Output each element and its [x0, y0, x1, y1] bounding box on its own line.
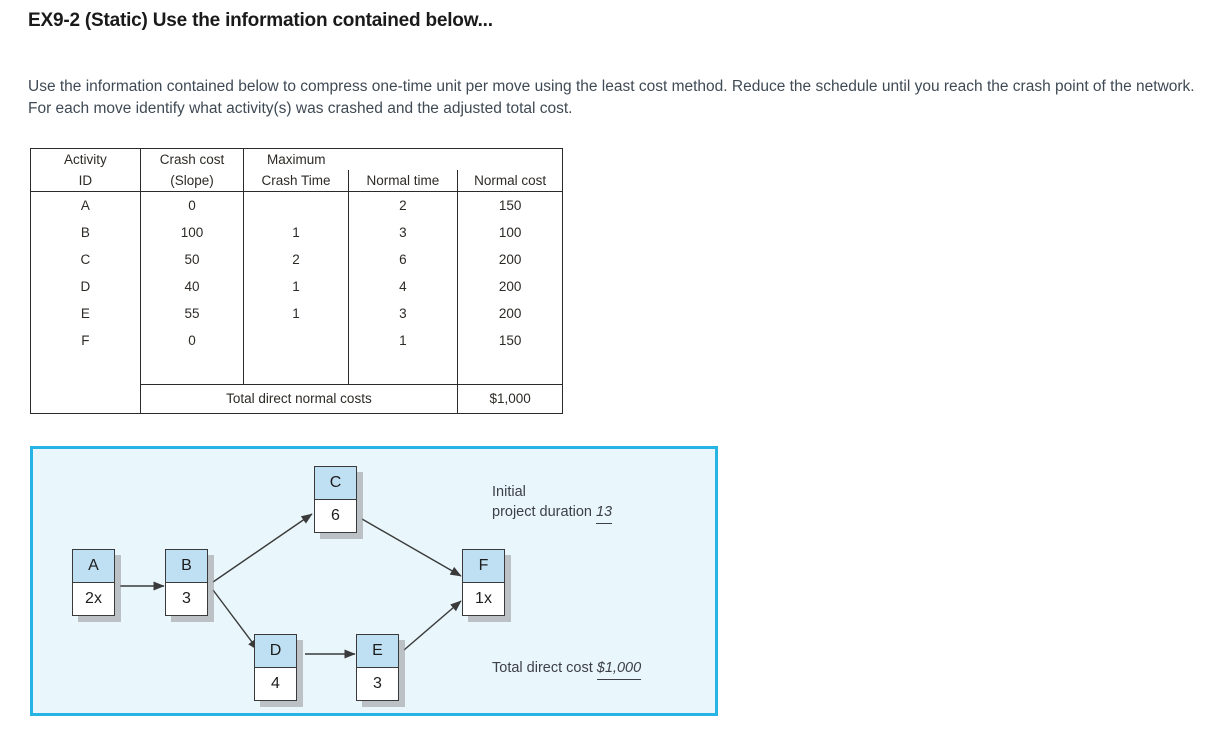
- cell-crash-cost: 100: [139, 219, 244, 246]
- header-activity: Activity: [30, 148, 141, 170]
- cell-activity-id: D: [30, 273, 141, 300]
- table-header-row-2: ID (Slope) Crash Time Normal time Normal…: [30, 170, 563, 192]
- table-row: F 0 1 150: [30, 327, 563, 354]
- edge-e-f: [403, 600, 462, 651]
- node-c-duration: 6: [315, 500, 356, 532]
- cell-crash-cost: 50: [139, 246, 244, 273]
- table-row: B 100 1 3 100: [30, 219, 563, 246]
- cell-normal-time: 3: [347, 300, 458, 327]
- node-f-duration: 1x: [463, 583, 504, 615]
- cell-normal-time: 6: [347, 246, 458, 273]
- crash-cost-table: Activity Crash cost Maximum ID (Slope) C…: [30, 148, 563, 414]
- cell-crash-time: 1: [243, 219, 349, 246]
- header-id: ID: [30, 170, 141, 192]
- cell-normal-time: 4: [347, 273, 458, 300]
- total-direct-cost-note: Total direct cost $1,000: [492, 658, 642, 680]
- cell-crash-time: [243, 191, 349, 219]
- crash-cost-table-wrapper: Activity Crash cost Maximum ID (Slope) C…: [30, 148, 563, 414]
- node-b-duration: 3: [166, 583, 207, 615]
- cell-crash-cost: 55: [139, 300, 244, 327]
- table-spacer-row: [30, 354, 563, 385]
- header-blank-1: [348, 148, 458, 170]
- table-row: D 40 1 4 200: [30, 273, 563, 300]
- spacer-cell: [347, 354, 458, 385]
- cell-normal-cost: 200: [457, 300, 563, 327]
- node-d[interactable]: D 4: [254, 634, 297, 701]
- question-prompt: Use the information contained below to c…: [28, 78, 1195, 117]
- header-normal-cost: Normal cost: [457, 170, 563, 192]
- spacer-cell: [243, 354, 349, 385]
- cell-normal-cost: 150: [457, 191, 563, 219]
- network-edges: [120, 513, 462, 659]
- header-crash-time: Crash Time: [243, 170, 349, 192]
- cell-crash-time: 2: [243, 246, 349, 273]
- table-head: Activity Crash cost Maximum ID (Slope) C…: [30, 148, 563, 192]
- node-a[interactable]: A 2x: [72, 549, 115, 616]
- header-normal-time: Normal time: [347, 170, 458, 192]
- cell-normal-time: 2: [347, 191, 458, 219]
- table-row: A 0 2 150: [30, 191, 563, 219]
- cell-activity-id: F: [30, 327, 141, 354]
- node-a-duration: 2x: [73, 583, 114, 615]
- initial-duration-value: 13: [595, 502, 613, 524]
- header-blank-2: [457, 148, 563, 170]
- edge-b-c: [212, 513, 313, 583]
- spacer-cell: [457, 354, 563, 385]
- node-b[interactable]: B 3: [165, 549, 208, 616]
- initial-duration-line2: project duration 13: [492, 502, 613, 524]
- cell-activity-id: C: [30, 246, 141, 273]
- node-c[interactable]: C 6: [314, 466, 357, 533]
- total-label: Total direct normal costs: [139, 384, 458, 414]
- node-c-label: C: [315, 467, 356, 500]
- cell-activity-id: B: [30, 219, 141, 246]
- cell-crash-cost: 0: [139, 327, 244, 354]
- page-title: EX9-2 (Static) Use the information conta…: [28, 10, 493, 31]
- table-header-row-1: Activity Crash cost Maximum: [30, 148, 563, 170]
- cell-normal-time: 3: [347, 219, 458, 246]
- node-f-label: F: [463, 550, 504, 583]
- header-maximum: Maximum: [243, 148, 349, 170]
- cell-activity-id: E: [30, 300, 141, 327]
- cell-normal-time: 1: [347, 327, 458, 354]
- cell-crash-cost: 40: [139, 273, 244, 300]
- cell-crash-time: 1: [243, 300, 349, 327]
- table-row: E 55 1 3 200: [30, 300, 563, 327]
- cell-normal-cost: 200: [457, 246, 563, 273]
- total-empty-cell: [30, 384, 141, 414]
- cell-crash-cost: 0: [139, 191, 244, 219]
- node-d-label: D: [255, 635, 296, 668]
- table-row: C 50 2 6 200: [30, 246, 563, 273]
- cell-normal-cost: 100: [457, 219, 563, 246]
- initial-duration-note: Initial project duration 13: [492, 482, 613, 524]
- initial-duration-line1: Initial: [492, 484, 526, 500]
- node-b-label: B: [166, 550, 207, 583]
- node-e[interactable]: E 3: [356, 634, 399, 701]
- node-e-duration: 3: [357, 668, 398, 700]
- node-a-label: A: [73, 550, 114, 583]
- node-f[interactable]: F 1x: [462, 549, 505, 616]
- cell-normal-cost: 150: [457, 327, 563, 354]
- node-d-duration: 4: [255, 668, 296, 700]
- total-direct-cost-label: Total direct cost: [492, 660, 593, 676]
- header-slope: (Slope): [139, 170, 244, 192]
- total-direct-cost-value: $1,000: [596, 658, 642, 680]
- node-e-label: E: [357, 635, 398, 668]
- network-diagram: A 2x B 3 C 6 D 4 E 3 F 1x Initial projec…: [30, 446, 718, 716]
- cell-crash-time: 1: [243, 273, 349, 300]
- edge-b-d: [212, 589, 259, 651]
- cell-activity-id: A: [30, 191, 141, 219]
- initial-duration-text: project duration: [492, 504, 592, 520]
- header-crash-cost: Crash cost: [139, 148, 244, 170]
- edge-c-f: [361, 518, 462, 577]
- cell-normal-cost: 200: [457, 273, 563, 300]
- table-body: A 0 2 150 B 100 1 3 100 C 50 2 6 200: [30, 191, 563, 414]
- spacer-cell: [30, 354, 141, 385]
- total-value: $1,000: [457, 384, 563, 414]
- cell-crash-time: [243, 327, 349, 354]
- spacer-cell: [139, 354, 244, 385]
- table-total-row: Total direct normal costs $1,000: [30, 384, 563, 414]
